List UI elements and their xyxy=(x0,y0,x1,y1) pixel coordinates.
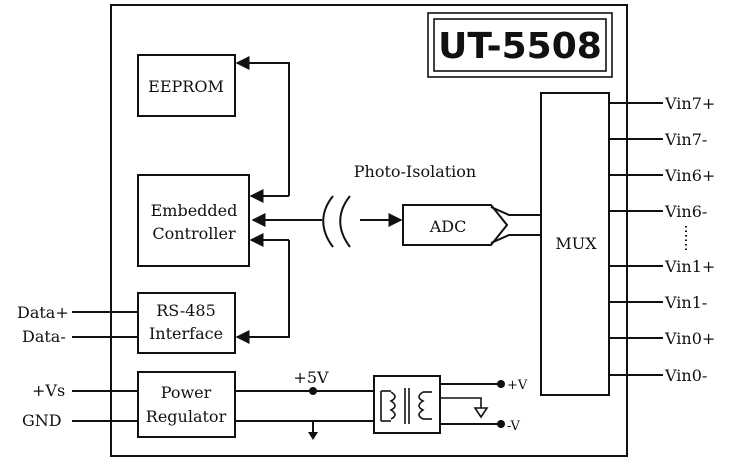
isolation-wave-2 xyxy=(339,195,351,248)
pin-data-minus: Data- xyxy=(22,327,66,346)
coil-secondary xyxy=(418,391,425,420)
controller-label-1: Embedded xyxy=(151,201,238,220)
photo-isolation-link: Photo-Isolation xyxy=(251,162,476,248)
input-pins: Vin7+ Vin7- Vin6+ Vin6- Vin1+ Vin1- Vin0… xyxy=(609,94,715,385)
pin-vs: +Vs xyxy=(32,381,65,400)
isolation-wave-1 xyxy=(322,195,334,248)
pin-vin7-plus: Vin7+ xyxy=(664,94,715,113)
mux-label: MUX xyxy=(555,234,597,253)
pin-gnd: GND xyxy=(22,411,62,430)
rs485-block: RS-485 Interface xyxy=(137,292,236,354)
minus-v-node xyxy=(497,420,505,428)
module-outline xyxy=(110,4,628,457)
pin-vin0-minus: Vin0- xyxy=(664,366,707,385)
pin-vin6-minus: Vin6- xyxy=(664,202,707,221)
mux-block: MUX xyxy=(540,92,610,396)
ground-arrow-left xyxy=(308,432,318,440)
photo-isolation-label: Photo-Isolation xyxy=(354,162,476,181)
controller-block: Embedded Controller xyxy=(137,174,250,267)
ground-symbol-right xyxy=(473,407,489,419)
pin-vin1-minus: Vin1- xyxy=(664,293,707,312)
adc-label: ADC xyxy=(429,217,467,236)
title-box: UT-5508 xyxy=(427,12,613,78)
plus5v-label: +5V xyxy=(293,368,329,387)
rs485-label-1: RS-485 xyxy=(156,301,216,320)
coil-primary xyxy=(389,391,396,420)
rs485-label-2: Interface xyxy=(149,324,223,343)
pin-vin1-plus: Vin1+ xyxy=(664,257,715,276)
controller-label-2: Controller xyxy=(152,224,236,243)
adc-block: ADC xyxy=(402,204,541,246)
power-regulator-block: Power Regulator xyxy=(137,371,236,438)
eeprom-block: EEPROM xyxy=(137,54,236,117)
isolated-rails: +V -V xyxy=(440,378,528,434)
left-pins: Data+ Data- +Vs GND xyxy=(17,303,138,430)
power-label-2: Regulator xyxy=(146,407,227,426)
plus5v-node xyxy=(309,387,317,395)
power-path: +5V xyxy=(235,368,374,440)
plus-v-label: +V xyxy=(507,378,528,393)
plus-v-node xyxy=(497,380,505,388)
internal-bus xyxy=(235,56,290,344)
power-label-1: Power xyxy=(161,383,212,402)
pin-data-plus: Data+ xyxy=(17,303,69,322)
pin-vin7-minus: Vin7- xyxy=(664,130,707,149)
pin-vin0-plus: Vin0+ xyxy=(664,329,715,348)
eeprom-label: EEPROM xyxy=(148,77,224,96)
minus-v-label: -V xyxy=(507,419,520,434)
pin-vin6-plus: Vin6+ xyxy=(664,166,715,185)
module-title: UT-5508 xyxy=(438,26,602,67)
isolation-transformer xyxy=(373,375,441,434)
